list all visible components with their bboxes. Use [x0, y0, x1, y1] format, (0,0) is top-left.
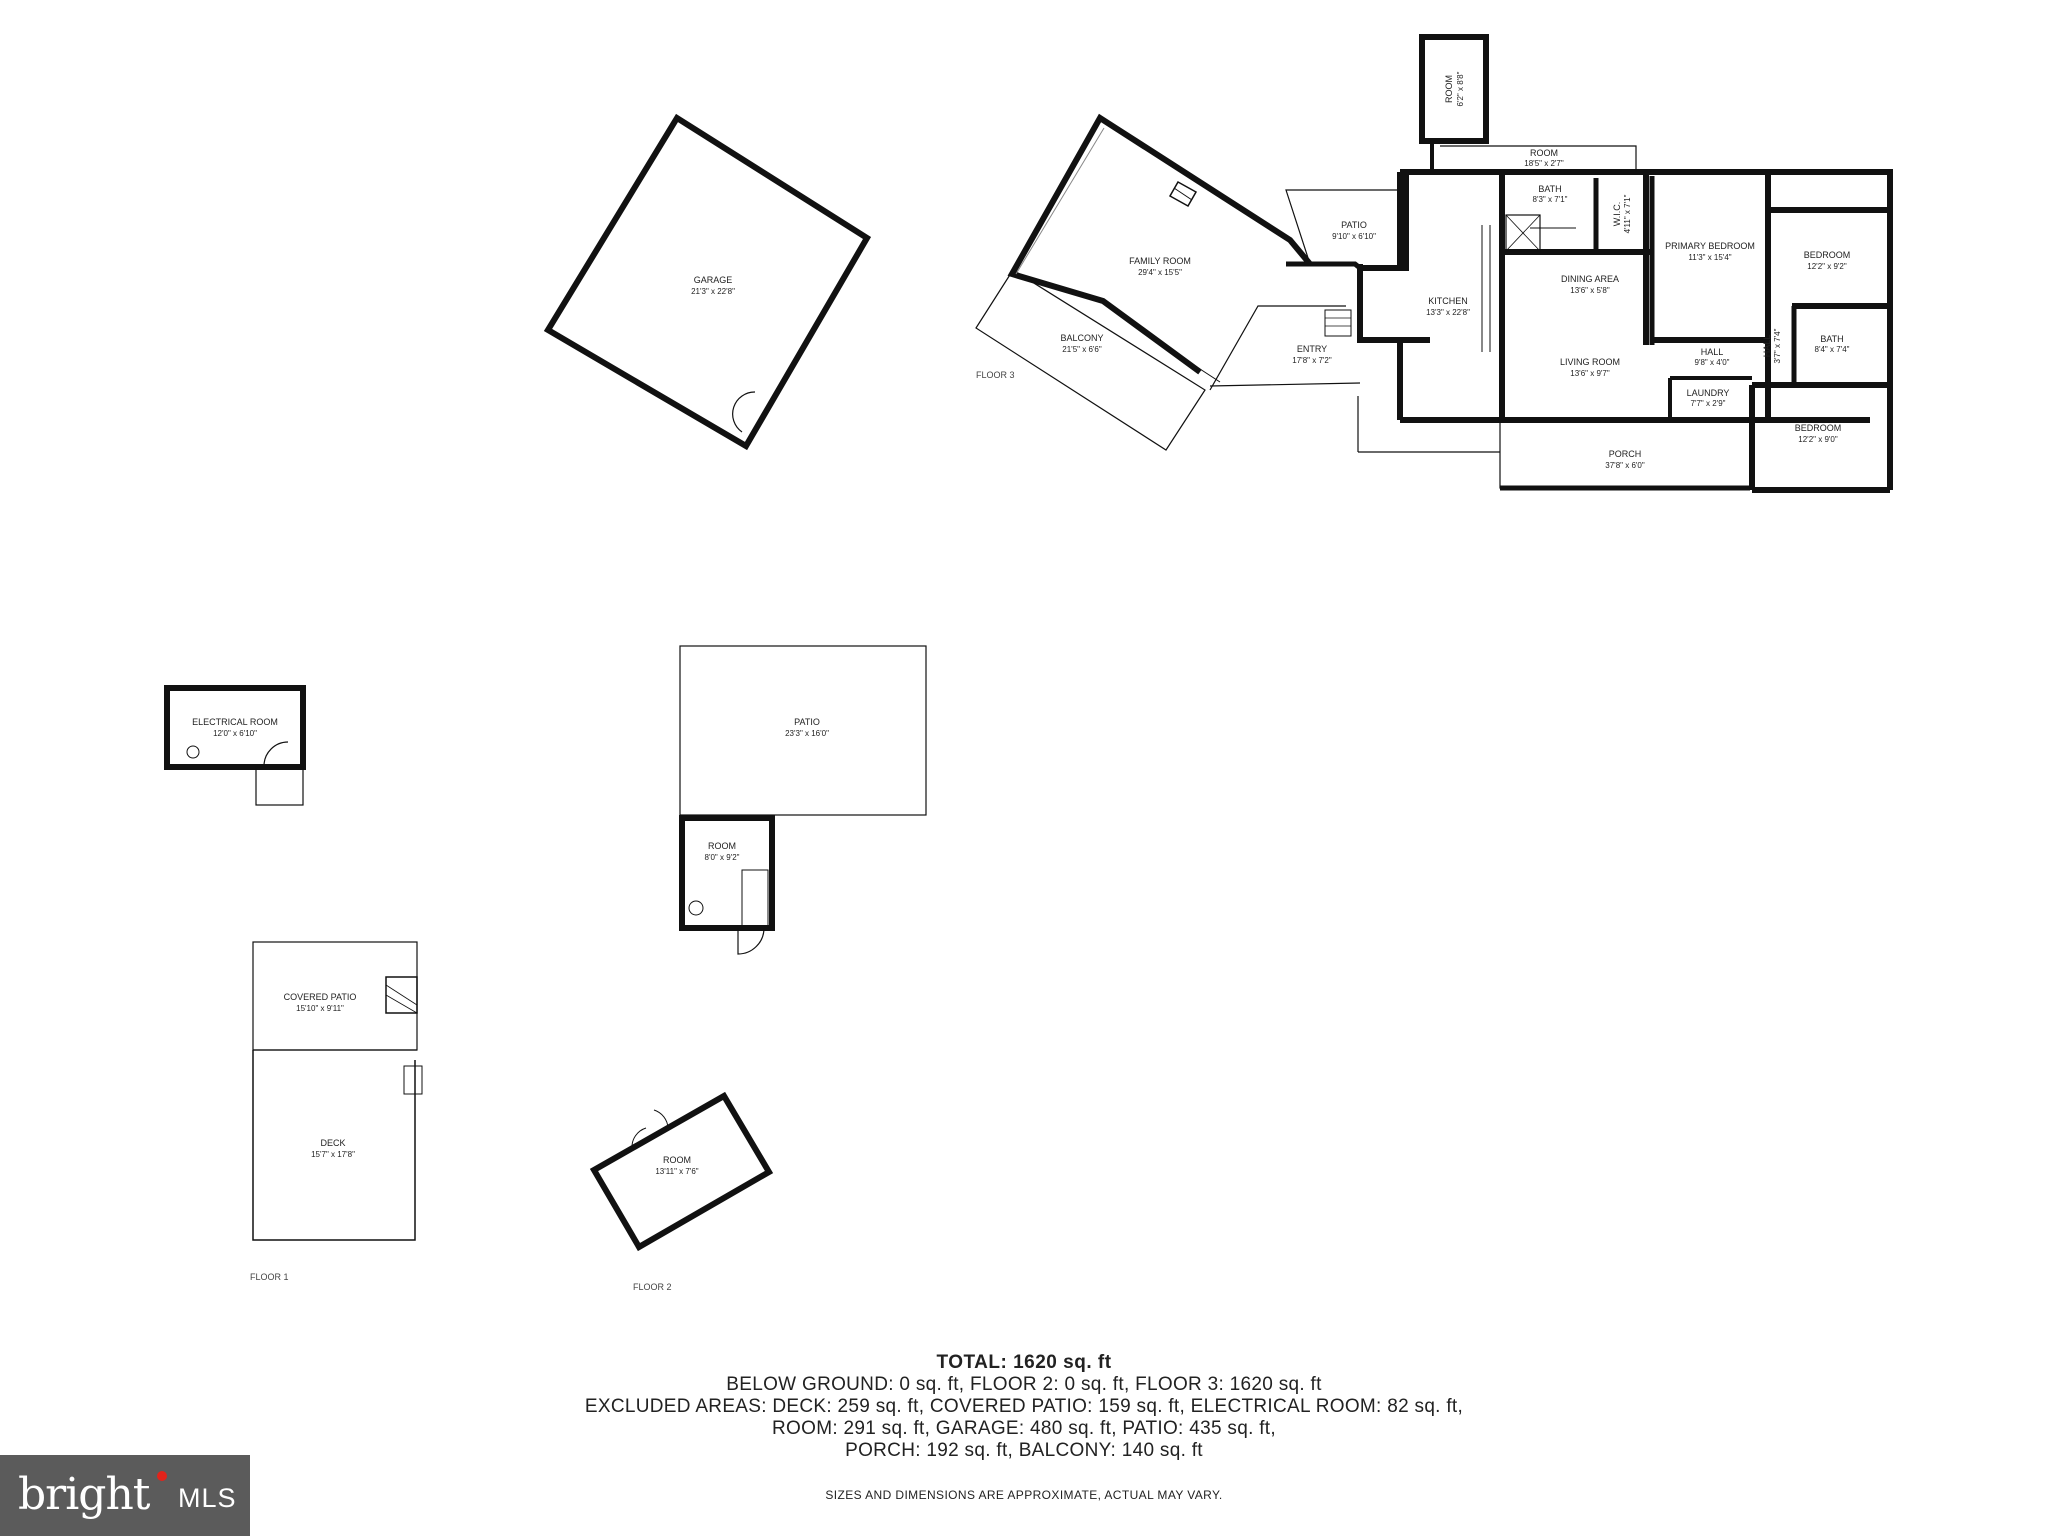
electrical-room-outline — [164, 685, 306, 806]
room-shed-outline — [589, 1091, 774, 1252]
totals-line-1: BELOW GROUND: 0 sq. ft, FLOOR 2: 0 sq. f… — [726, 1374, 1322, 1395]
entry-dims: 17'8" x 7'2" — [1292, 356, 1332, 365]
totals-line-3: ROOM: 291 sq. ft, GARAGE: 480 sq. ft, PA… — [772, 1418, 1276, 1439]
covered-patio-label: COVERED PATIO — [284, 992, 357, 1002]
bath-main-dims: 8'3" x 7'1" — [1533, 195, 1568, 204]
room-small-label: ROOM — [708, 841, 736, 851]
bedroom-1-label: BEDROOM — [1804, 250, 1851, 260]
patio-lower-outline — [679, 645, 927, 816]
bath-2-label: BATH — [1820, 334, 1843, 344]
laundry-dims: 7'7" x 2'9" — [1691, 399, 1726, 408]
floor-3-label: FLOOR 3 — [976, 370, 1015, 380]
living-dims: 13'6" x 9'7" — [1570, 369, 1610, 378]
room-small-outline — [679, 815, 775, 955]
electrical-room-label: ELECTRICAL ROOM — [192, 717, 278, 727]
room-small-dims: 8'0" x 9'2" — [705, 853, 740, 862]
wic-dims: 4'11" x 7'1" — [1623, 194, 1632, 233]
room-strip-dims: 18'5" x 2'7" — [1524, 159, 1564, 168]
balcony-dims: 21'5" x 6'6" — [1062, 345, 1102, 354]
primary-bedroom-label: PRIMARY BEDROOM — [1665, 241, 1755, 251]
kitchen-label: KITCHEN — [1428, 296, 1468, 306]
bedroom-2-dims: 12'2" x 9'0" — [1798, 435, 1838, 444]
interior-walls — [1481, 172, 1890, 493]
room-top-label: ROOM — [1444, 75, 1454, 103]
wic-label: W.I.C. — [1612, 202, 1622, 227]
room-shed-dims: 13'11" x 7'6" — [655, 1167, 698, 1176]
garage-dims: 21'3" x 22'8" — [691, 287, 735, 296]
totals-line-2: EXCLUDED AREAS: DECK: 259 sq. ft, COVERE… — [584, 1396, 1464, 1417]
laundry-label: LAUNDRY — [1687, 388, 1730, 398]
bath-2-dims: 8'4" x 7'4" — [1815, 345, 1850, 354]
hall-1-dims: 9'8" x 4'0" — [1695, 358, 1730, 367]
garage-outline — [543, 113, 872, 451]
dining-label: DINING AREA — [1561, 274, 1619, 284]
hall-2-label: HALL — [1762, 335, 1772, 358]
room-shed-label: ROOM — [663, 1155, 691, 1165]
patio-lower-dims: 23'3" x 16'0" — [785, 729, 829, 738]
covered-patio-dims: 15'10" x 9'11" — [296, 1004, 344, 1013]
porch-dims: 37'8" x 6'0" — [1605, 461, 1645, 470]
porch-outline — [1357, 396, 1751, 491]
area-totals: TOTAL: 1620 sq. ft BELOW GROUND: 0 sq. f… — [0, 1352, 2048, 1462]
floor-2-label: FLOOR 2 — [633, 1282, 672, 1292]
entry-outline — [1209, 305, 1361, 391]
total-title: TOTAL: 1620 sq. ft — [936, 1352, 1112, 1373]
logo-bright-text: bright — [18, 1469, 150, 1520]
bright-mls-logo: bright MLS — [0, 1455, 250, 1536]
patio-upper-label: PATIO — [1341, 220, 1367, 230]
disclaimer-note: SIZES AND DIMENSIONS ARE APPROXIMATE, AC… — [825, 1488, 1223, 1502]
floor-1-label: FLOOR 1 — [250, 1272, 289, 1282]
family-room-dims: 29'4" x 15'5" — [1138, 268, 1182, 277]
entry-label: ENTRY — [1297, 344, 1327, 354]
room-top-outline — [1419, 34, 1489, 144]
deck-outline — [252, 1049, 423, 1241]
family-room-outline — [975, 113, 1313, 451]
deck-label: DECK — [320, 1138, 345, 1148]
logo-mls-text: MLS — [178, 1483, 237, 1513]
hall-2-dims: 3'7" x 7'4" — [1773, 328, 1782, 363]
bedroom-1-dims: 12'2" x 9'2" — [1807, 262, 1847, 271]
hall-1-label: HALL — [1701, 347, 1724, 357]
room-strip-outline — [1430, 141, 1637, 172]
room-top-dims: 6'2" x 8'8" — [1456, 71, 1465, 106]
bedroom-2-label: BEDROOM — [1795, 423, 1842, 433]
porch-label: PORCH — [1609, 449, 1642, 459]
logo-dot-icon — [157, 1471, 167, 1481]
patio-upper-dims: 9'10" x 6'10" — [1332, 232, 1376, 241]
bath-main-label: BATH — [1538, 184, 1561, 194]
dining-dims: 13'6" x 5'8" — [1570, 286, 1610, 295]
totals-line-4: PORCH: 192 sq. ft, BALCONY: 140 sq. ft — [845, 1440, 1203, 1461]
primary-bedroom-dims: 11'3" x 15'4" — [1688, 253, 1731, 262]
balcony-label: BALCONY — [1060, 333, 1103, 343]
deck-dims: 15'7" x 17'8" — [311, 1150, 355, 1159]
patio-lower-label: PATIO — [794, 717, 820, 727]
living-label: LIVING ROOM — [1560, 357, 1620, 367]
room-strip-label: ROOM — [1530, 148, 1558, 158]
family-room-label: FAMILY ROOM — [1129, 256, 1191, 266]
garage-label: GARAGE — [694, 275, 733, 285]
electrical-room-dims: 12'0" x 6'10" — [213, 729, 257, 738]
kitchen-dims: 13'3" x 22'8" — [1426, 308, 1470, 317]
